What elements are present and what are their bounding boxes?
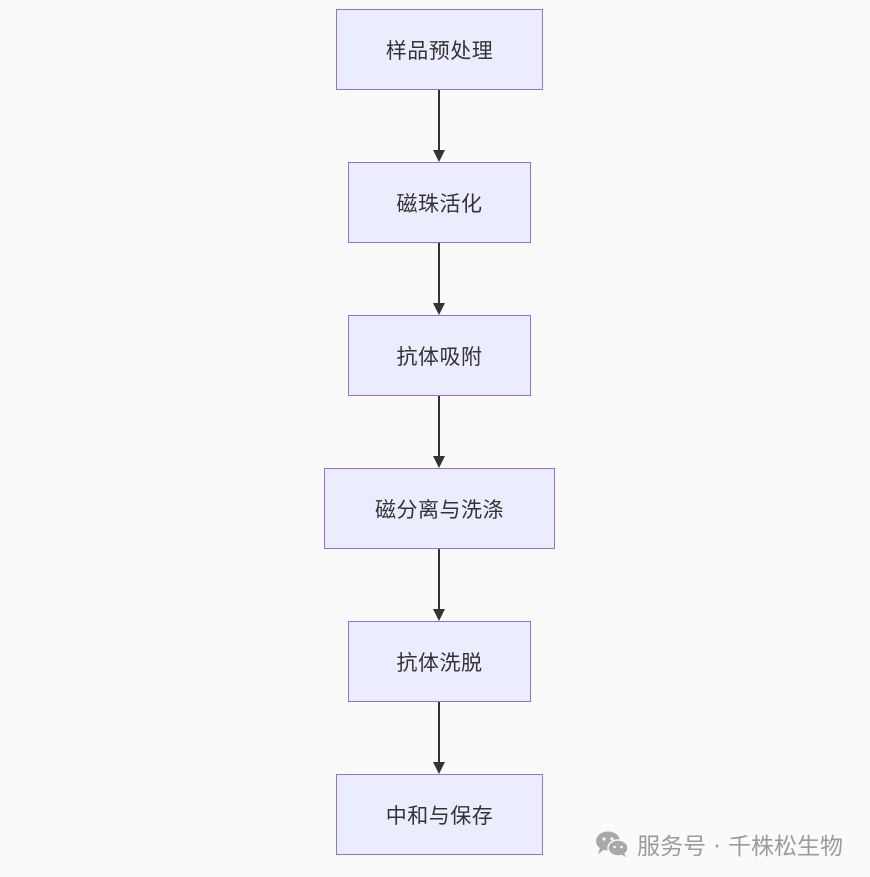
step-antibody-adsorption: 抗体吸附	[348, 315, 531, 396]
step-label: 中和与保存	[385, 803, 494, 828]
step-antibody-elution: 抗体洗脱	[348, 621, 531, 702]
step-bead-activation: 磁珠活化	[348, 162, 531, 243]
step-magnetic-separation-wash: 磁分离与洗涤	[324, 468, 555, 549]
step-sample-pretreatment: 样品预处理	[336, 9, 543, 90]
step-label: 磁分离与洗涤	[375, 497, 504, 522]
step-neutralize-store: 中和与保存	[336, 774, 543, 855]
step-label: 样品预处理	[385, 38, 494, 63]
step-label: 磁珠活化	[396, 191, 483, 216]
watermark: 服务号 · 千株松生物	[595, 827, 843, 861]
step-label: 抗体洗脱	[396, 650, 483, 675]
watermark-text: 服务号 · 千株松生物	[637, 834, 843, 860]
wechat-icon	[596, 831, 629, 857]
step-label: 抗体吸附	[396, 344, 483, 369]
